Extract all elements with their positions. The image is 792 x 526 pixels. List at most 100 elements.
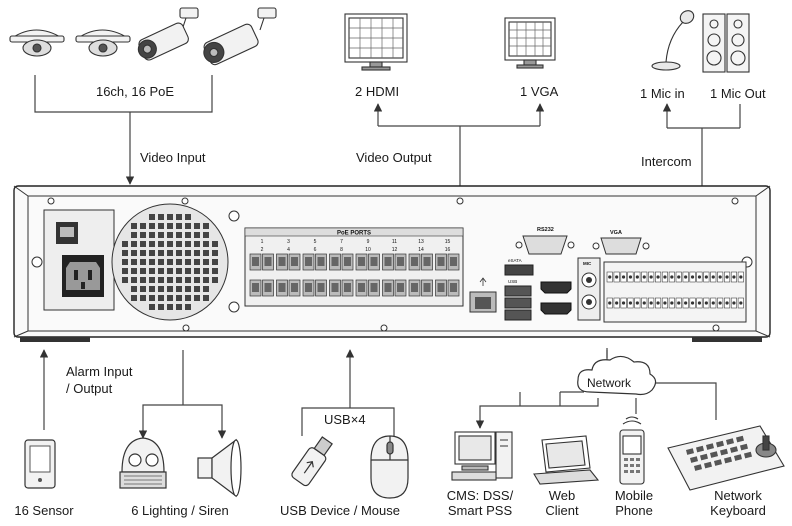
poe-port-socket — [358, 283, 365, 292]
fan-hole — [122, 250, 128, 256]
dome-camera-icon — [75, 29, 131, 57]
poe-port-socket — [384, 283, 392, 292]
fan-hole — [194, 232, 200, 238]
speaker-icon — [702, 13, 750, 73]
terminal-screw — [649, 301, 653, 305]
usb-stick-icon — [291, 436, 333, 487]
fan-hole — [140, 277, 146, 283]
alarm-label-line1: Alarm Input — [66, 364, 133, 379]
rs232-label: RS232 — [537, 227, 554, 233]
fan-hole — [131, 295, 137, 301]
poe-port-socket — [397, 283, 404, 292]
terminal-screw — [739, 275, 743, 279]
fan-hole — [122, 277, 128, 283]
lighting-horn-icon — [197, 438, 242, 498]
keyboard-key — [740, 443, 749, 451]
dome-camera-icon — [9, 29, 65, 57]
terminal-screw — [663, 301, 667, 305]
terminal-screw — [739, 301, 743, 305]
fan-hole — [122, 259, 128, 265]
poe-port-socket — [384, 257, 392, 266]
desktop-pc-icon — [451, 431, 513, 481]
poe-port-socket — [278, 257, 286, 266]
fan-hole — [212, 259, 218, 265]
fan-hole — [140, 268, 146, 274]
fan-hole — [167, 286, 173, 292]
terminal-screw — [670, 275, 674, 279]
poe-port-socket — [358, 257, 365, 266]
keyboard-key — [724, 456, 733, 464]
fan-hole — [185, 268, 191, 274]
fan-hole — [203, 259, 209, 265]
terminal-screw — [635, 275, 639, 279]
fan-hole — [176, 259, 182, 265]
fan-hole — [131, 286, 137, 292]
terminal-screw — [690, 275, 695, 279]
esata-label: eSATA — [508, 258, 522, 263]
lan-port[interactable] — [469, 277, 497, 313]
terminal-screw — [725, 275, 729, 279]
terminal-screw — [663, 275, 667, 279]
microphone-icon — [651, 10, 695, 71]
poe-port-number: 11 — [392, 239, 397, 245]
fan-hole — [194, 223, 200, 229]
vga-port[interactable]: VGA — [592, 230, 650, 255]
keyboard-key — [710, 451, 719, 458]
mouse-icon — [370, 435, 409, 499]
fan-hole — [185, 277, 191, 283]
rs232-port[interactable]: RS232 — [515, 227, 575, 255]
terminal-screw — [621, 301, 626, 305]
poe-port-socket — [278, 283, 286, 292]
fan-hole — [131, 277, 137, 283]
poe-port-number: 14 — [418, 247, 424, 253]
bullet-camera-icon — [137, 7, 199, 61]
poe-port-socket — [423, 283, 431, 292]
poe-port-number: 3 — [287, 239, 290, 245]
poe-port-number: 13 — [418, 239, 424, 245]
power-socket — [43, 209, 115, 311]
usb-port-label: USB — [508, 279, 517, 284]
fan-hole — [167, 250, 173, 256]
hdmi-label: 2 HDMI — [355, 84, 400, 99]
fan-hole — [176, 223, 182, 229]
fan-hole — [194, 241, 200, 247]
fan-hole — [185, 223, 191, 229]
mic-label: MIC — [583, 261, 592, 266]
fan-hole — [131, 268, 137, 274]
hdmi-ports[interactable] — [540, 281, 572, 315]
fan-hole — [185, 214, 191, 220]
poe-port-number: 16 — [445, 247, 451, 253]
mic-in-label: 1 Mic in — [640, 86, 685, 101]
terminal-screw — [711, 275, 715, 279]
usb-port[interactable] — [504, 309, 532, 321]
keyboard-key — [733, 454, 743, 461]
terminal-screw — [656, 275, 660, 279]
fan-hole — [176, 241, 182, 247]
mic-ports[interactable]: MIC — [577, 257, 601, 321]
intercom-label: Intercom — [641, 154, 692, 169]
usb-device-label: USB Device / Mouse — [280, 503, 400, 518]
keyboard-key — [716, 440, 725, 448]
poe-port-number: 12 — [392, 247, 398, 253]
network-keyboard-label-line2: Keyboard — [710, 503, 766, 518]
fan-hole — [158, 304, 164, 310]
fan-hole — [149, 286, 155, 292]
keyboard-key — [700, 453, 709, 461]
sensor-icon — [24, 439, 56, 489]
fan-hole — [203, 268, 209, 274]
fan-hole — [194, 295, 200, 301]
fan-hole — [158, 268, 164, 274]
poe-port-socket — [264, 257, 272, 266]
fan-hole — [167, 277, 173, 283]
fan-hole — [131, 223, 137, 229]
fan-hole — [185, 304, 191, 310]
fan-hole — [140, 286, 146, 292]
usb-port[interactable] — [504, 297, 532, 309]
usb-port[interactable] — [504, 285, 532, 297]
terminal-screw — [628, 301, 633, 305]
fan-hole — [122, 268, 128, 274]
fan-hole — [158, 223, 164, 229]
fan-hole — [158, 295, 164, 301]
fan-hole — [149, 277, 155, 283]
